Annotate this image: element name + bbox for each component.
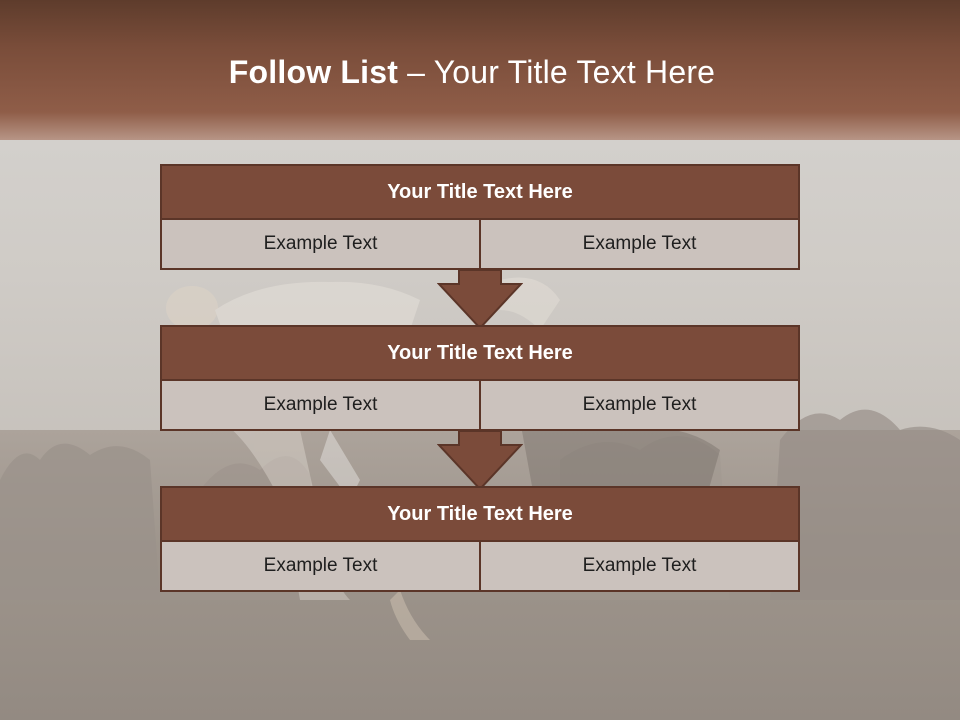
step-header-3: Your Title Text Here	[160, 486, 800, 542]
step-header-1: Your Title Text Here	[160, 164, 800, 220]
step-cell-left-1: Example Text	[160, 220, 481, 270]
step-row-1: Example Text Example Text	[160, 220, 800, 270]
step-cell-right-2: Example Text	[479, 381, 800, 431]
title-bold: Follow List	[228, 54, 399, 90]
step-block-2: Your Title Text Here Example Text Exampl…	[160, 325, 800, 431]
step-row-2: Example Text Example Text	[160, 381, 800, 431]
title-rest: – Your Title Text Here	[398, 54, 716, 90]
step-block-3: Your Title Text Here Example Text Exampl…	[160, 486, 800, 592]
down-arrow-icon	[437, 430, 523, 491]
slide-title: Follow List – Your Title Text Here	[0, 54, 944, 91]
down-arrow-icon	[437, 269, 523, 330]
step-row-3: Example Text Example Text	[160, 542, 800, 592]
step-cell-right-3: Example Text	[479, 542, 800, 592]
step-block-1: Your Title Text Here Example Text Exampl…	[160, 164, 800, 270]
background-header-band	[0, 0, 960, 160]
step-cell-right-1: Example Text	[479, 220, 800, 270]
step-cell-left-2: Example Text	[160, 381, 481, 431]
step-cell-left-3: Example Text	[160, 542, 481, 592]
step-header-2: Your Title Text Here	[160, 325, 800, 381]
